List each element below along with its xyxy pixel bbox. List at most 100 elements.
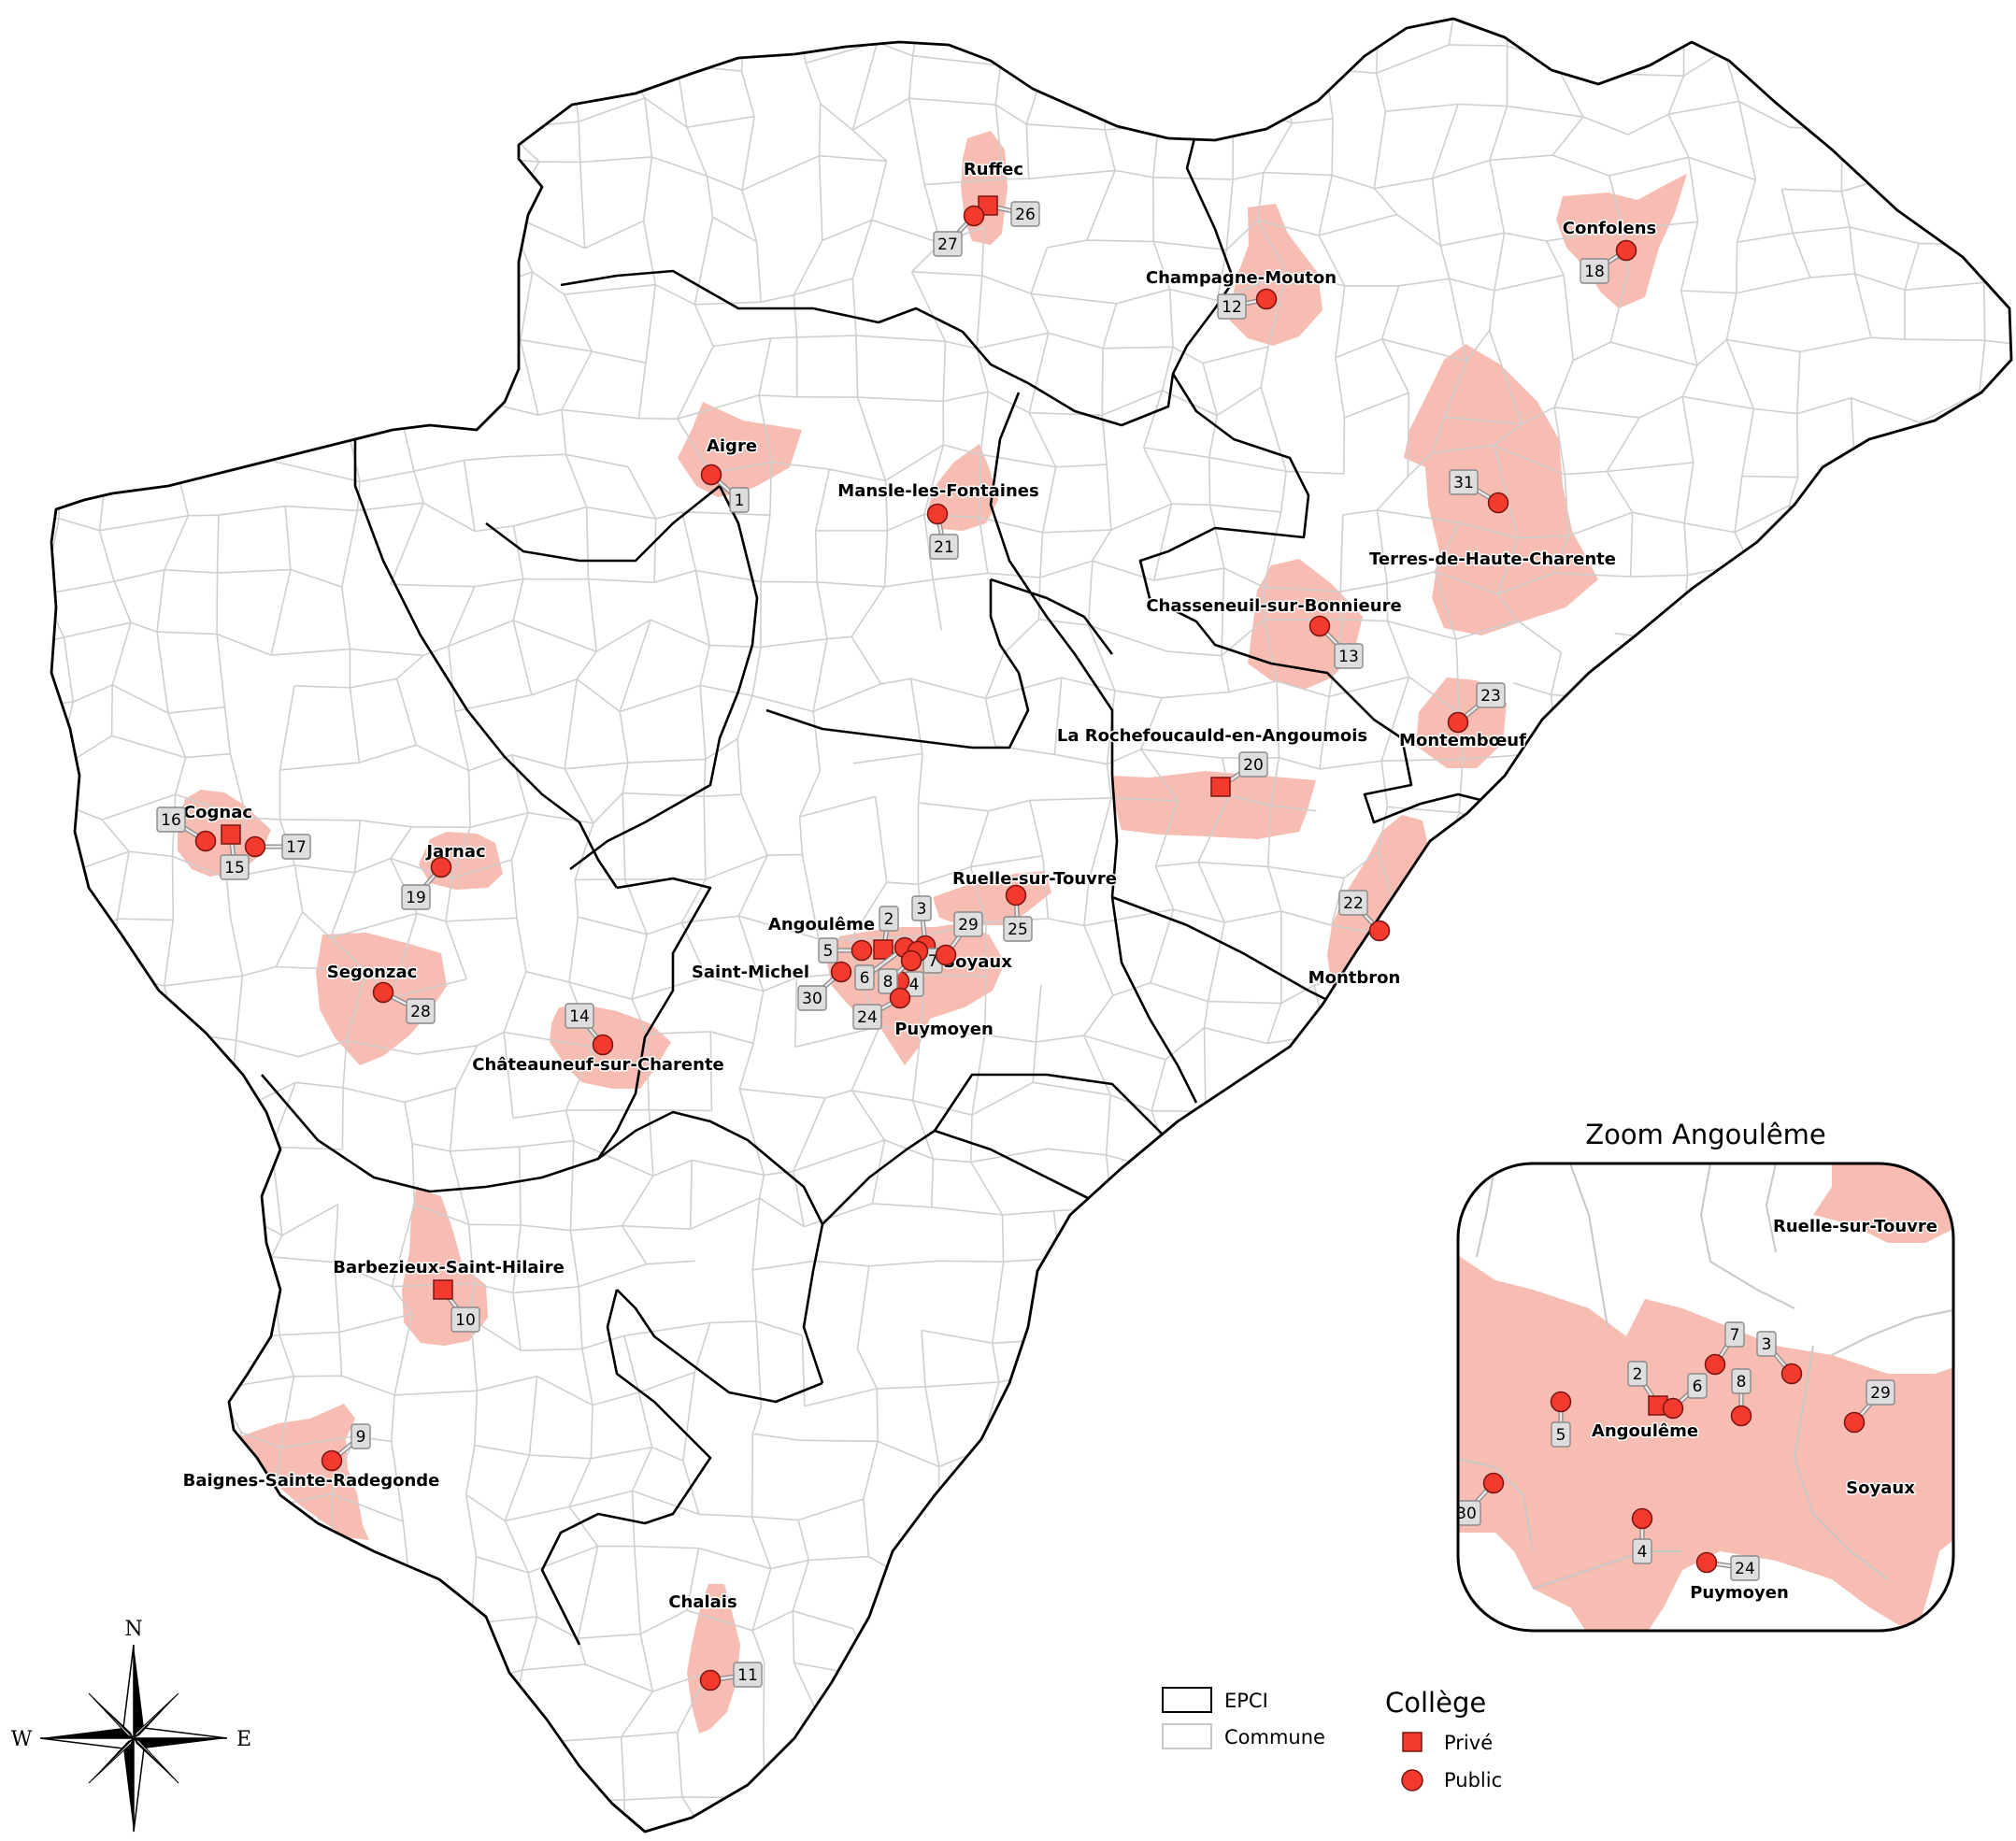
college-number-box: [854, 964, 875, 991]
town-label-confolens: Confolens: [1563, 219, 1657, 238]
legend-epci-swatch: [1162, 1687, 1212, 1713]
compass-east: E: [236, 1728, 251, 1751]
town-label-chasseneuil: Chasseneuil-sur-Bonnieure: [1146, 596, 1401, 616]
college-number: 30: [1456, 1505, 1477, 1523]
college-number: 24: [857, 1008, 878, 1027]
college-number-box: [729, 487, 750, 513]
college-number: 1: [735, 492, 745, 510]
zoom-frame: [1456, 1162, 1955, 1633]
prive-marker: [873, 939, 894, 960]
college-number: 29: [958, 916, 979, 935]
zoom-label-ruelle: Ruelle-sur-Touvre: [1773, 1217, 1937, 1236]
prive-marker: [1210, 777, 1231, 797]
public-marker: [1730, 1405, 1752, 1427]
public-marker: [1482, 1472, 1505, 1494]
college-number: 10: [455, 1311, 476, 1330]
college-number-box: [350, 1423, 371, 1449]
commune-highlight-chalais: [687, 1584, 740, 1734]
map-college-20: 20: [1210, 751, 1268, 797]
college-number-box: [1730, 1555, 1760, 1581]
college-number: 9: [356, 1428, 366, 1447]
college-number-box: [1338, 890, 1368, 916]
public-marker: [1255, 288, 1278, 310]
map-college-26: 26: [978, 195, 1040, 227]
college-number: 3: [917, 900, 927, 919]
town-labels: Ruffec Confolens Champagne-Mouton Aigre …: [181, 159, 1658, 1614]
public-marker: [926, 503, 949, 525]
town-label-ruelle: Ruelle-sur-Touvre: [952, 869, 1117, 889]
town-label-baignes: Baignes-Sainte-Radegonde: [183, 1471, 440, 1491]
town-label-ruffec: Ruffec: [964, 160, 1023, 179]
public-marker: [900, 949, 922, 972]
town-label-terres: Terres-de-Haute-Charente: [1369, 549, 1616, 569]
town-label-mansle: Mansle-les-Fontaines: [837, 481, 1038, 501]
college-number: 26: [1015, 206, 1036, 224]
college-number: 8: [1737, 1373, 1747, 1391]
map-college-1: 1: [700, 464, 750, 513]
public-marker: [1308, 615, 1331, 637]
college-number-box: [401, 884, 431, 910]
college-number-box: [281, 834, 311, 860]
college-number: 4: [1637, 1543, 1648, 1562]
college-number-box: [1627, 1361, 1648, 1387]
legend-commune-label: Commune: [1224, 1726, 1325, 1748]
public-marker: [935, 944, 957, 966]
college-number: 24: [1735, 1560, 1755, 1578]
college-number-box: [1238, 751, 1268, 778]
public-marker: [592, 1034, 614, 1056]
college-number-box: [911, 895, 932, 921]
town-label-montemboeuf: Montembœuf: [1399, 731, 1526, 750]
public-marker: [963, 205, 985, 227]
commune-highlight-champagne: [1229, 204, 1323, 346]
college-number-box: [1476, 682, 1506, 708]
map-college-14: 14: [565, 1003, 614, 1056]
college-number: 6: [860, 969, 870, 988]
map-college-2: 2: [873, 906, 899, 960]
zoom-college-4: 4: [1631, 1507, 1653, 1564]
epci-borders: [261, 115, 1516, 1646]
town-label-aigre: Aigre: [707, 436, 757, 456]
town-label-chateauneuf: Châteauneuf-sur-Charente: [472, 1055, 724, 1075]
legend-college-title: Collège: [1385, 1687, 1486, 1719]
college-number: 23: [1480, 687, 1501, 706]
public-marker: [430, 856, 452, 878]
college-number: 6: [1693, 1377, 1703, 1396]
college-number: 13: [1338, 648, 1359, 666]
college-number-box: [879, 906, 899, 932]
college-number: 22: [1343, 894, 1364, 913]
commune-highlight-barbezieux: [402, 1189, 488, 1346]
college-number-box: [818, 937, 838, 963]
college-number-box: [1687, 1373, 1708, 1399]
college-number: 25: [1008, 920, 1028, 939]
map-college-15: 15: [220, 824, 250, 880]
college-number: 14: [569, 1007, 590, 1026]
map-college-23: 23: [1447, 682, 1506, 734]
commune-highlight-terres: [1404, 344, 1598, 635]
map-college-13: 13: [1308, 615, 1364, 669]
legend-public-label: Public: [1444, 1769, 1502, 1791]
college-number-box: [1551, 1421, 1571, 1448]
college-number: 8: [883, 973, 894, 992]
college-number: 18: [1584, 263, 1605, 281]
college-number-box: [933, 231, 963, 257]
map-college-21: 21: [926, 503, 959, 560]
compass-west: W: [11, 1728, 33, 1751]
zoom-label-soyaux: Soyaux: [1846, 1478, 1915, 1498]
college-number: 19: [406, 889, 426, 907]
zoom-label-angouleme: Angoulême: [1592, 1421, 1698, 1441]
college-number: 28: [410, 1003, 431, 1021]
zoom-label-puymoyen: Puymoyen: [1690, 1583, 1789, 1603]
town-label-segonzac: Segonzac: [327, 963, 418, 982]
map-college-31: 31: [1449, 469, 1509, 514]
zoom-college-6: 6: [1662, 1373, 1708, 1420]
zoom-town-labels: Ruelle-sur-Touvre Angoulême Soyaux Puymo…: [1590, 1216, 1938, 1605]
public-marker: [1615, 239, 1637, 262]
map-college-16: 16: [156, 806, 217, 852]
map-college-24: 24: [852, 987, 911, 1030]
college-number: 4: [909, 976, 920, 994]
public-marker: [830, 961, 852, 983]
town-label-puymoyen: Puymoyen: [894, 1020, 994, 1039]
map-college-18: 18: [1580, 239, 1637, 284]
